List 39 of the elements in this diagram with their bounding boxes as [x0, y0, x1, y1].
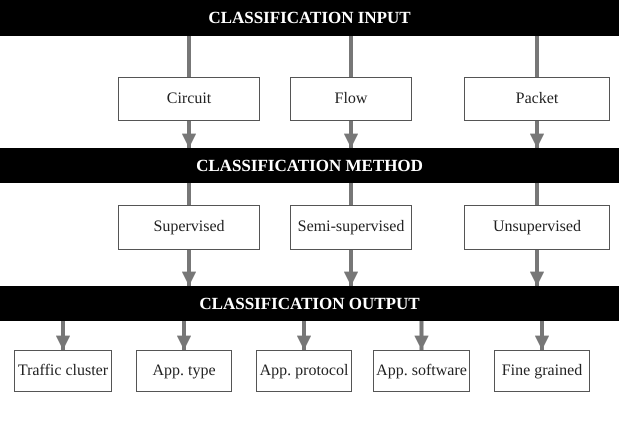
- category-box: [373, 350, 470, 392]
- category-box: [464, 205, 610, 250]
- node-label: CLASSIFICATION INPUT: [208, 8, 411, 28]
- node-label: App. type: [152, 362, 216, 380]
- category-box: [118, 77, 260, 121]
- category-box: [290, 205, 412, 250]
- category-box: [256, 350, 352, 392]
- arrow: [414, 321, 429, 350]
- node-label: Supervised: [153, 219, 225, 236]
- category-box: [494, 350, 590, 392]
- category-box: [290, 77, 412, 121]
- node-label: CLASSIFICATION OUTPUT: [199, 294, 420, 314]
- arrow: [296, 321, 312, 350]
- arrow: [56, 321, 70, 350]
- arrow: [344, 121, 358, 148]
- arrow: [176, 321, 192, 350]
- arrow: [530, 250, 544, 286]
- arrow: [530, 121, 544, 148]
- arrow: [534, 321, 550, 350]
- node-label: Semi-supervised: [298, 219, 404, 236]
- node-label: Circuit: [166, 90, 212, 108]
- node-label: App. protocol: [260, 362, 348, 380]
- node-label: App. software: [376, 362, 467, 380]
- category-box: [14, 350, 112, 392]
- node-label: CLASSIFICATION METHOD: [196, 156, 423, 176]
- node-label: Traffic cluster: [18, 362, 108, 380]
- arrow: [182, 121, 196, 148]
- stage-band: [0, 148, 619, 183]
- node-label: Unsupervised: [493, 219, 581, 236]
- node-label: Fine grained: [502, 362, 582, 380]
- stage-band: [0, 0, 619, 36]
- arrow: [182, 250, 196, 286]
- category-box: [464, 77, 610, 121]
- node-label: Packet: [516, 90, 558, 108]
- arrow: [344, 250, 358, 286]
- category-box: [118, 205, 260, 250]
- stage-band: [0, 286, 619, 321]
- node-label: Flow: [334, 90, 368, 108]
- category-box: [136, 350, 232, 392]
